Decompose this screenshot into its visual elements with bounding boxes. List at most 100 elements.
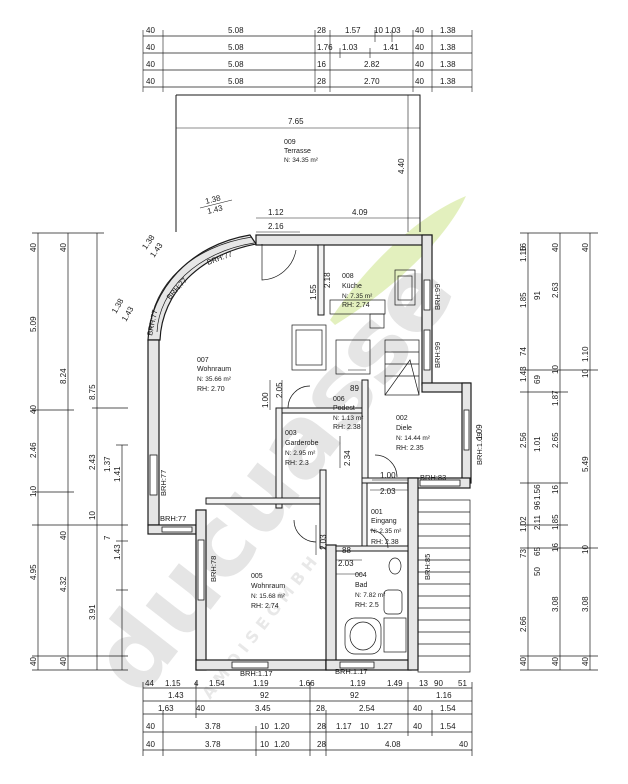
dim-label: 40 [415, 43, 424, 52]
room-wohnraum-007: 007 Wohnraum N: 35.66 m² RH: 2.70 [197, 357, 232, 393]
dim-label: 2.63 [551, 282, 560, 298]
dim-label: 1.38 [440, 60, 456, 69]
dim-label: 1.43 [206, 203, 224, 216]
dim-label: 1.41 [113, 466, 122, 482]
dim-label: 2.16 [268, 222, 284, 231]
dim-label: 16 [317, 60, 326, 69]
dim-label: 40 [413, 722, 422, 731]
dim-label: 10 [581, 545, 590, 554]
dim-label: 40 [415, 26, 424, 35]
terrace-area: N: 34.35 m² [284, 157, 319, 164]
dim-label: 1.54 [440, 722, 456, 731]
dim-label: 40 [59, 531, 68, 540]
dim-label: 1.55 [309, 284, 318, 300]
room-name: Bad [355, 582, 368, 589]
dim-label: 1.38 [440, 26, 456, 35]
dim-label: 1.02 [519, 516, 528, 532]
dim-label: 40 [59, 243, 68, 252]
brh-label: BRH:77 [160, 514, 186, 523]
dim-label: 16 [519, 243, 528, 252]
room-area: N: 1.13 m² [333, 415, 364, 422]
room-dim-lines [269, 369, 408, 575]
interior-walls [205, 244, 409, 552]
dim-label: 2.43 [88, 454, 97, 470]
dim-label: 1.03 [385, 26, 401, 35]
dim-label: 1.03 [342, 43, 358, 52]
dim-label: 40 [413, 704, 422, 713]
room-height: RH: 2.3 [285, 460, 309, 467]
terrace-name: Terrasse [284, 148, 311, 155]
dim-label: 40 [29, 405, 38, 414]
dim-label: 74 [519, 347, 528, 356]
room-number: 003 [285, 430, 297, 437]
dim-label: 2.34 [343, 450, 352, 466]
inner-dim-lines [199, 199, 420, 233]
dim-label: 16 [551, 485, 560, 494]
dim-label: 1.56 [533, 484, 542, 500]
dim-label: 1.17 [336, 722, 352, 731]
dim-label: 51 [458, 679, 467, 688]
dim-label: 4.08 [385, 740, 401, 749]
dim-label: 90 [434, 679, 443, 688]
dim-label: 40 [146, 60, 155, 69]
dim-label: 40 [551, 243, 560, 252]
room-height: RH: 2.5 [355, 602, 379, 609]
brh-label: BRH:99 [433, 284, 442, 310]
top-dimension-labels: 40 5.08 28 1.57 10 1.03 40 1.38 40 5.08 … [146, 26, 456, 86]
dim-label: 1.85 [519, 292, 528, 308]
dim-label: 1.20 [274, 740, 290, 749]
terrace-width-dim: 7.65 [288, 117, 304, 126]
dim-label: 2.11 [533, 514, 542, 530]
dim-label: 10 [360, 722, 369, 731]
dim-label: 8.75 [88, 384, 97, 400]
dim-label: 2.18 [323, 272, 332, 288]
dim-label: 3.91 [88, 604, 97, 620]
dim-label: 40 [59, 657, 68, 666]
dim-label: 5.08 [228, 77, 244, 86]
dim-label: 5.49 [581, 456, 590, 472]
dim-label: 40 [581, 657, 590, 666]
dim-label: 40 [519, 657, 528, 666]
room-name: Küche [342, 283, 362, 290]
room-podest-006: 006 Podest N: 1.13 m² RH: 2.38 [333, 396, 364, 431]
dim-label: 7 [103, 535, 112, 540]
room-number: 006 [333, 396, 345, 403]
dim-label: 2.03 [319, 534, 328, 550]
bay-window [149, 236, 255, 333]
dim-label: 65 [533, 547, 542, 556]
dim-label: 28 [317, 722, 326, 731]
brh-label: BRH:1.17 [240, 669, 273, 678]
dim-label: 2.05 [275, 382, 284, 398]
dim-label: 1.38 [204, 193, 222, 206]
dim-label: 40 [415, 60, 424, 69]
dim-label: 5.08 [228, 26, 244, 35]
dim-label: 1.15 [165, 679, 181, 688]
room-number: 002 [396, 415, 408, 422]
dim-label: 1.19 [253, 679, 269, 688]
room-wohnraum-005: 005 Wohnraum N: 15.68 m² RH: 2.74 [251, 573, 286, 610]
dim-label: 1.09 [475, 424, 484, 440]
dim-label: 2.46 [29, 442, 38, 458]
dim-label: 1.54 [440, 704, 456, 713]
dim-label: 3.78 [205, 722, 221, 731]
dim-label: 4.95 [29, 564, 38, 580]
dim-label: 2.66 [519, 616, 528, 632]
dim-label: 1.41 [383, 43, 399, 52]
dim-label: 88 [342, 546, 351, 555]
dim-label: 10 [581, 369, 590, 378]
dim-label: 1.43 [113, 544, 122, 560]
dim-label: 1.00 [261, 392, 270, 408]
door-swings [261, 244, 398, 549]
dim-label: 1.38 [440, 43, 456, 52]
dim-label: 1.16 [436, 691, 452, 700]
dim-label: 40 [29, 657, 38, 666]
dim-label: 4 [194, 679, 199, 688]
dim-label: 1.16 [519, 246, 528, 262]
brh-label: BRH:85 [423, 554, 432, 580]
dim-label: 40 [196, 704, 205, 713]
room-area: N: 7.35 m² [342, 293, 373, 300]
dim-label: 2.54 [359, 704, 375, 713]
dim-label: 73 [519, 549, 528, 558]
brh-label: BRH:1.09 [475, 432, 484, 465]
dim-label: 10 [260, 740, 269, 749]
